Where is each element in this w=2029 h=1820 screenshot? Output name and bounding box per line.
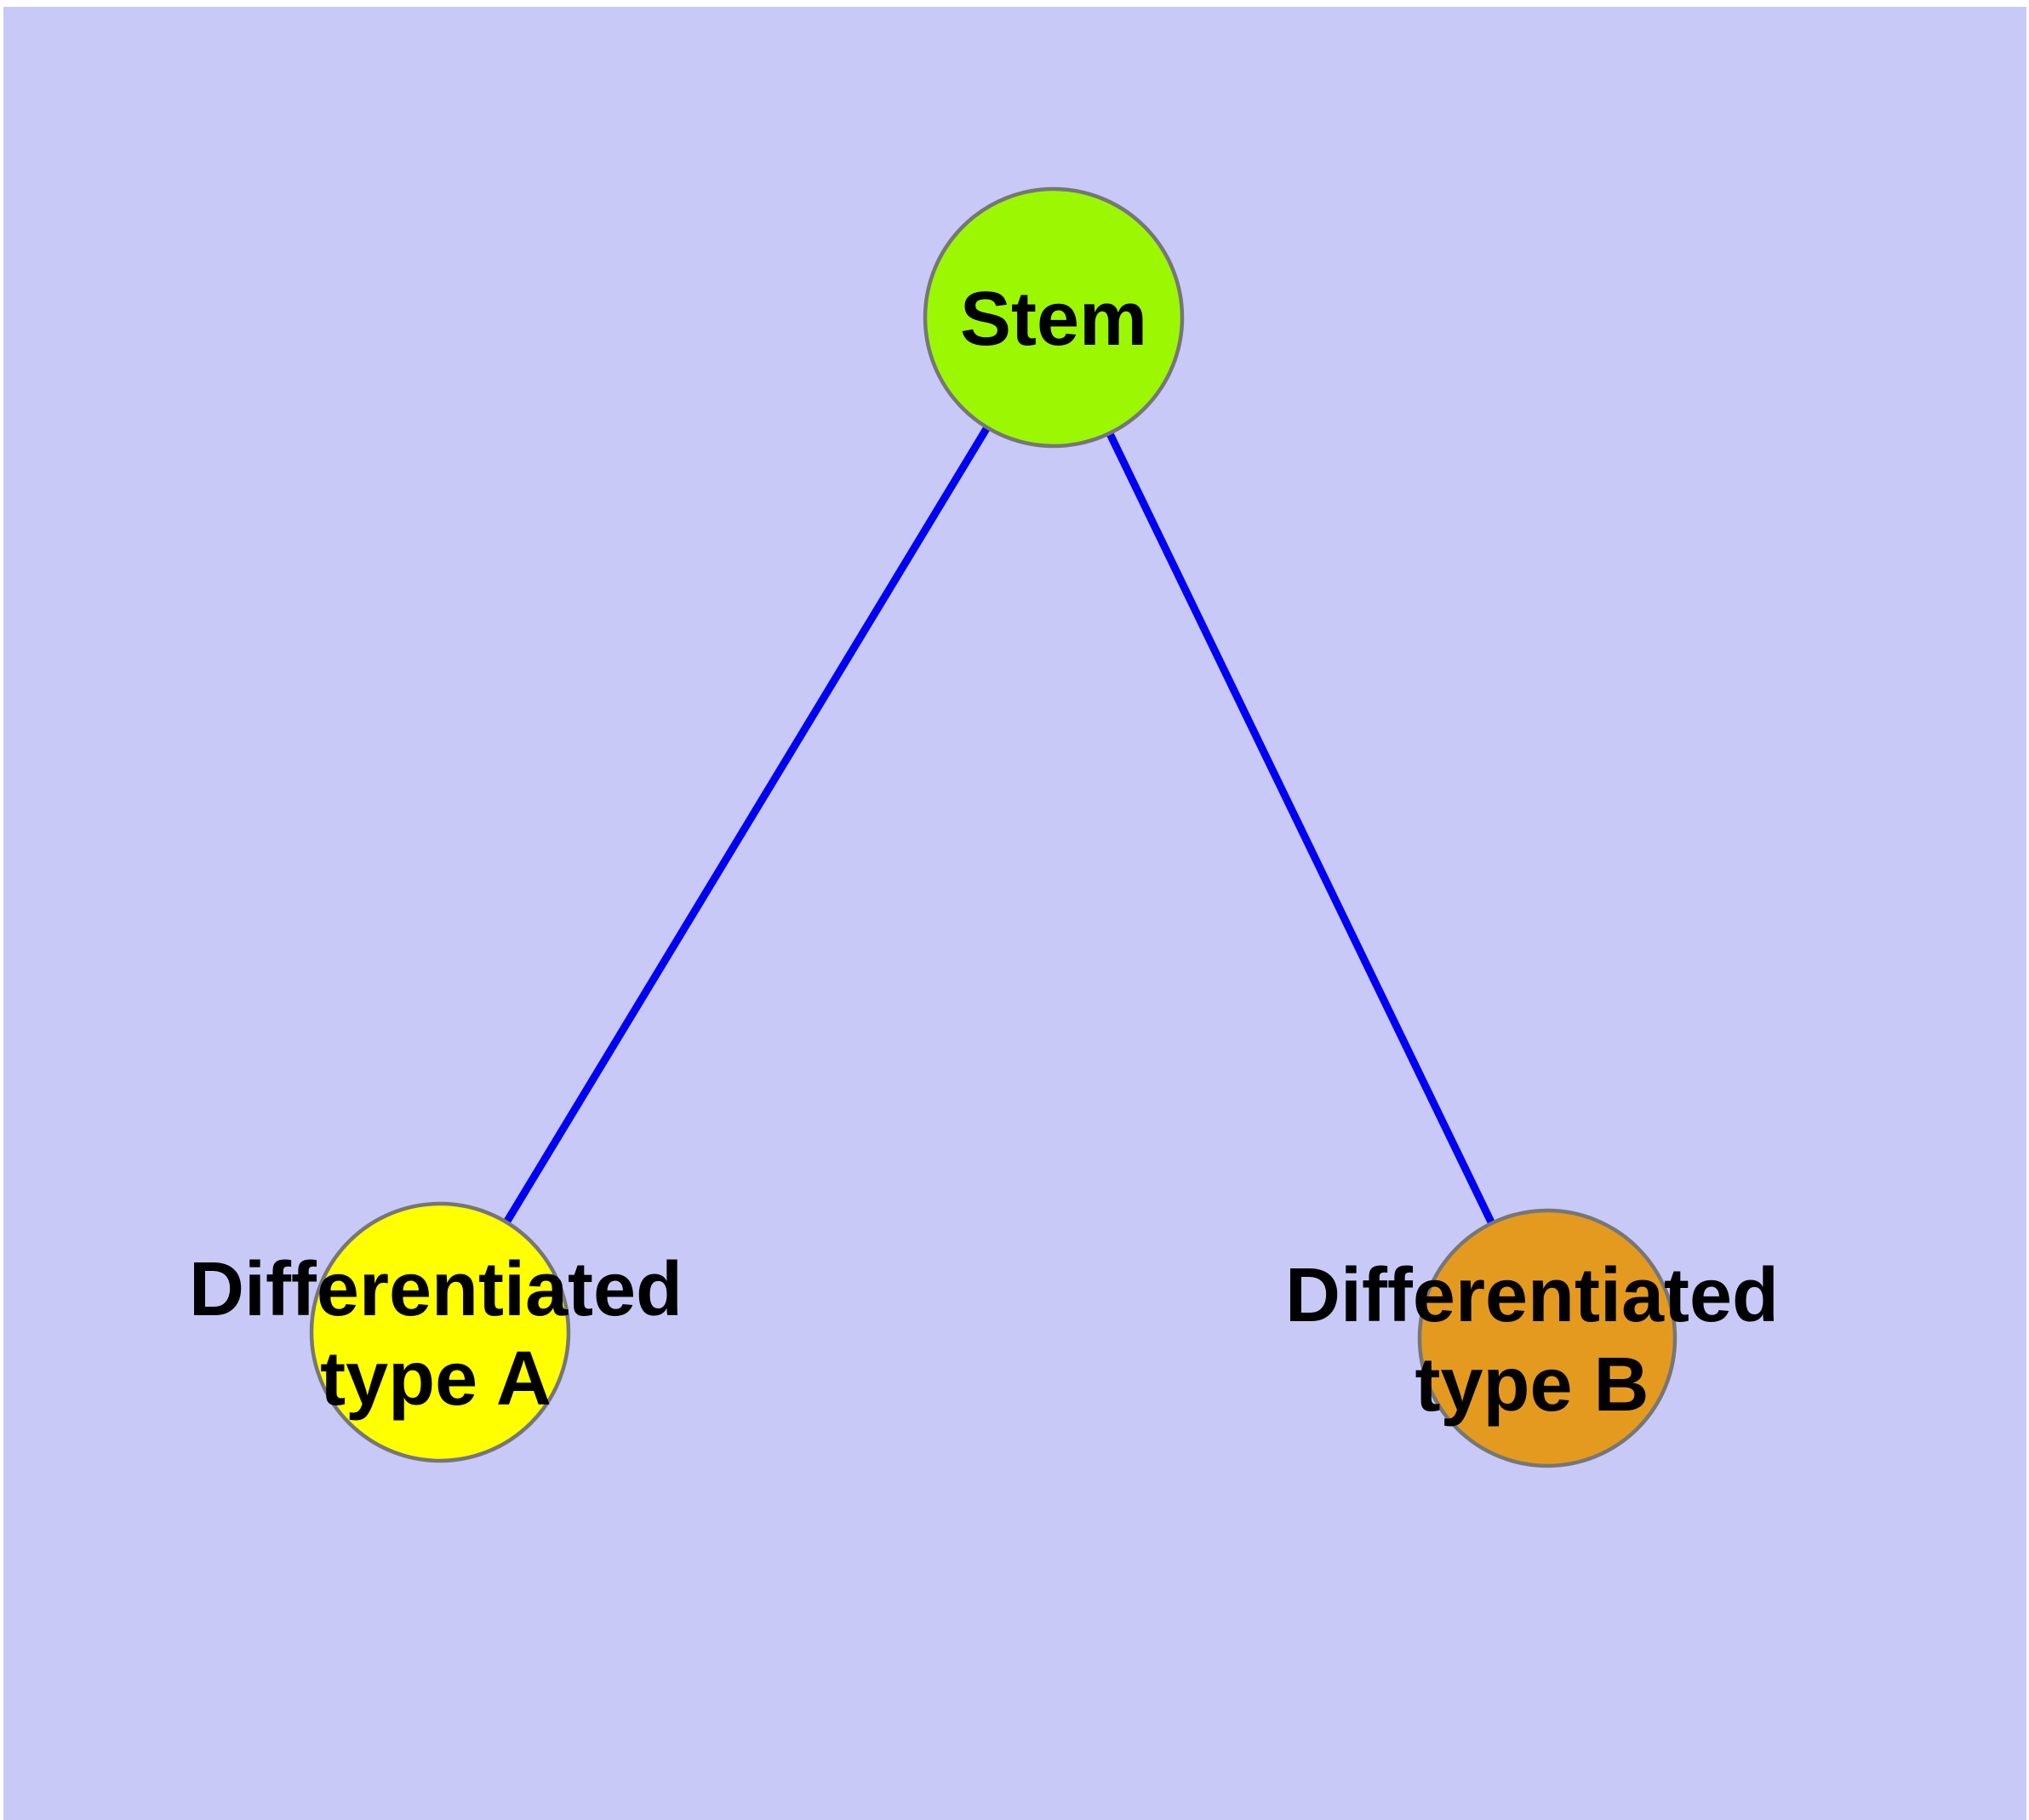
label-type-a-line2: type A xyxy=(320,1336,552,1422)
label-stem: Stem xyxy=(960,277,1147,362)
node-differentiated-type-a xyxy=(309,1201,571,1463)
node-stem xyxy=(923,186,1185,449)
edge-stem-to-type-b xyxy=(1049,316,1552,1340)
node-layer xyxy=(309,186,1677,1468)
label-type-a-line1: Differentiated xyxy=(189,1247,683,1332)
label-type-b-line1: Differentiated xyxy=(1285,1253,1779,1338)
label-type-b-line2: type B xyxy=(1415,1342,1649,1428)
node-differentiated-type-b xyxy=(1417,1208,1677,1468)
label-layer: Stem Differentiated type A Differentiate… xyxy=(189,277,1779,1428)
edge-stem-to-type-a xyxy=(437,315,1057,1335)
edge-layer xyxy=(437,315,1552,1340)
